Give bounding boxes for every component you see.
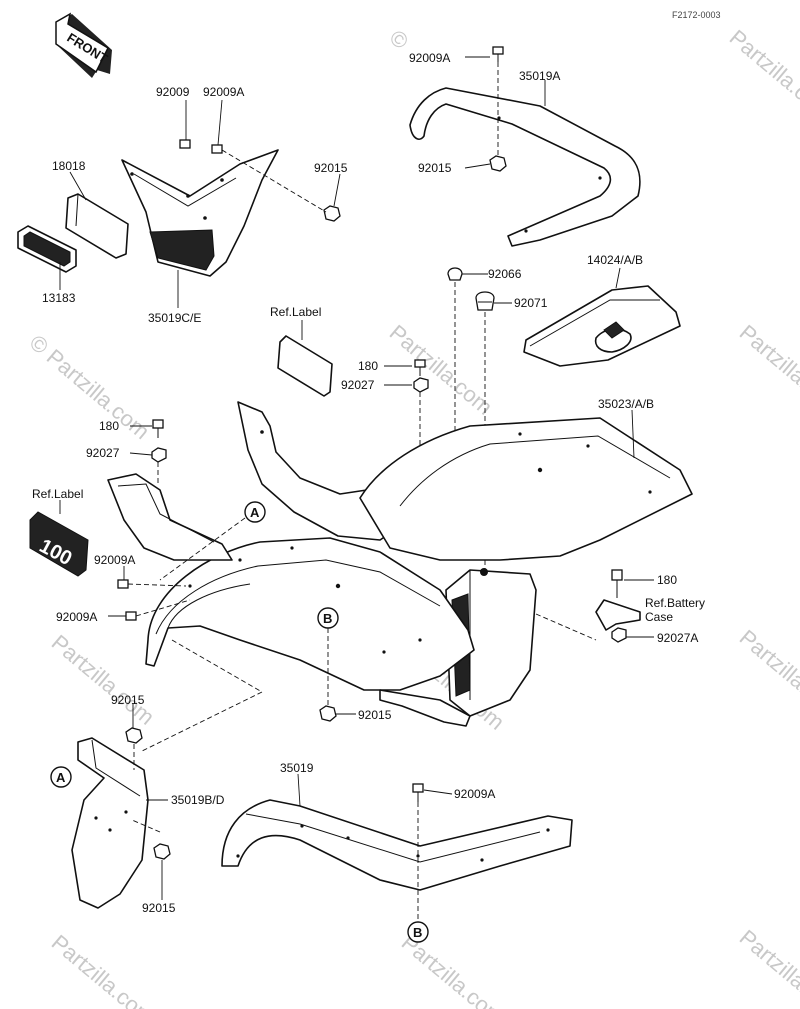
watermark-main: © Partzilla.com bbox=[25, 330, 155, 444]
bolt-180-right bbox=[611, 569, 623, 598]
svg-text:B: B bbox=[323, 611, 332, 626]
callout-A-lower: A bbox=[50, 766, 72, 788]
bolt-92009A-bottom bbox=[412, 783, 424, 802]
label-92015-top: 92015 bbox=[418, 161, 452, 175]
label-92066: 92066 bbox=[488, 267, 522, 281]
callout-B-upper: B bbox=[317, 607, 339, 629]
washer-92027-mid bbox=[413, 377, 429, 393]
watermark-right: Partzilla.com bbox=[735, 625, 800, 725]
mud-flap-35019BD bbox=[71, 737, 149, 909]
bolt-92009A-a bbox=[117, 579, 129, 589]
label-180-right: 180 bbox=[657, 573, 677, 587]
label-18018: 18018 bbox=[52, 159, 86, 173]
nut-92015-bl-bottom bbox=[153, 843, 171, 860]
label-92009-left: 92009 bbox=[156, 85, 190, 99]
label-92009A-bottom: 92009A bbox=[454, 787, 495, 801]
label-14024: 14024/A/B bbox=[587, 253, 643, 267]
label-ref-label-2: Ref.Label bbox=[32, 487, 83, 501]
front-arrow-icon: FRONT bbox=[55, 12, 112, 78]
battery-case-bracket bbox=[595, 599, 641, 631]
ref-label-2: 100 bbox=[29, 511, 89, 577]
watermark-bottom-left: Partzilla.com bbox=[47, 930, 160, 1009]
nut-92015-top bbox=[489, 155, 507, 172]
label-ref-battery-2: Case bbox=[645, 610, 673, 624]
label-180-left: 180 bbox=[99, 419, 119, 433]
bolt-92009A-b bbox=[125, 611, 137, 621]
label-92027-left: 92027 bbox=[86, 446, 120, 460]
side-cover-35019CE bbox=[121, 149, 279, 277]
label-92009A-b: 92009A bbox=[56, 610, 97, 624]
label-92015-center: 92015 bbox=[358, 708, 392, 722]
washer-92027-left bbox=[151, 447, 167, 463]
side-panel-left bbox=[107, 473, 233, 561]
label-ref-label-1: Ref.Label bbox=[270, 305, 321, 319]
label-92009A-a: 92009A bbox=[94, 553, 135, 567]
label-ref-battery-1: Ref.Battery bbox=[645, 596, 705, 610]
washer-92027A bbox=[611, 627, 627, 643]
callout-B-lower: B bbox=[407, 921, 429, 943]
label-13183: 13183 bbox=[42, 291, 76, 305]
nut-92015-center bbox=[319, 705, 337, 722]
plate-18018 bbox=[65, 193, 129, 259]
label-92015-bl-top: 92015 bbox=[111, 693, 145, 707]
label-92009A-left: 92009A bbox=[203, 85, 244, 99]
label-92027-mid: 92027 bbox=[341, 378, 375, 392]
watermark-mid-right: Partzilla.com bbox=[735, 320, 800, 420]
svg-text:B: B bbox=[413, 925, 422, 940]
watermark-top: © bbox=[385, 25, 413, 55]
svg-text:A: A bbox=[56, 770, 66, 785]
reflector-13183 bbox=[17, 225, 77, 273]
label-35019CE: 35019C/E bbox=[148, 311, 201, 325]
bolt-92009A-left bbox=[211, 144, 223, 154]
bolt-180-mid bbox=[414, 359, 426, 376]
label-180-mid: 180 bbox=[358, 359, 378, 373]
label-92071: 92071 bbox=[514, 296, 548, 310]
watermark-mid: Partzilla.com bbox=[385, 320, 498, 420]
cap-92066 bbox=[447, 267, 463, 281]
rear-fender-35023 bbox=[145, 401, 693, 727]
nut-92015-left bbox=[323, 205, 341, 222]
label-35023: 35023/A/B bbox=[598, 397, 654, 411]
bolt-180-left bbox=[152, 419, 164, 438]
diagram-code: F2172-0003 bbox=[672, 10, 721, 20]
nut-92015-bl-top bbox=[125, 727, 143, 744]
rear-rack-bar-35019A bbox=[409, 87, 641, 247]
bolt-92009A-top bbox=[492, 46, 504, 62]
bolt-92009-left bbox=[179, 139, 191, 149]
svg-text:A: A bbox=[250, 505, 260, 520]
watermark-bottom-right: Partzilla.com bbox=[735, 925, 800, 1009]
cover-14024 bbox=[523, 285, 681, 367]
trim-strip-35019 bbox=[221, 799, 573, 891]
label-35019: 35019 bbox=[280, 761, 314, 775]
watermark-left: Partzilla.com bbox=[47, 630, 160, 730]
label-92015-bl-bottom: 92015 bbox=[142, 901, 176, 915]
label-92027A: 92027A bbox=[657, 631, 698, 645]
label-35019A: 35019A bbox=[519, 69, 560, 83]
callout-A-upper: A bbox=[244, 501, 266, 523]
label-35019BD: 35019B/D bbox=[171, 793, 225, 807]
grommet-92071 bbox=[475, 291, 495, 311]
watermark-top-right: Partzilla.com bbox=[725, 25, 800, 125]
ref-label-1 bbox=[277, 335, 333, 397]
label-92015-left: 92015 bbox=[314, 161, 348, 175]
label-92009A-top: 92009A bbox=[409, 51, 450, 65]
